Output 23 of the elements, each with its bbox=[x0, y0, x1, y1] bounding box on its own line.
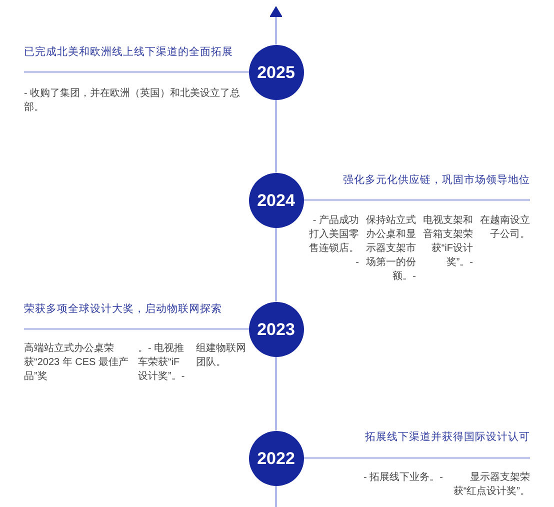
timeline-line bbox=[275, 486, 277, 507]
milestone-text: 显示器支架荣获“红点设计奖”。 bbox=[452, 471, 530, 499]
milestone-text: 保持站立式办公桌和显示器支架市场第一的份额。- bbox=[365, 214, 416, 284]
milestone-title: 拓展线下渠道并获得国际设计认可 bbox=[365, 430, 530, 444]
milestone-text: 在越南设立子公司。 bbox=[479, 214, 530, 242]
timeline-line bbox=[275, 100, 277, 172]
year-circle: 2022 bbox=[248, 430, 304, 486]
timeline-arrow bbox=[270, 6, 282, 44]
milestone-text: 。- 电视推车荣获“iF 设计奖”。- bbox=[138, 342, 186, 384]
milestone-text: 组建物联网团队。 bbox=[196, 342, 246, 370]
milestone-text: - 拓展线下业务。- bbox=[362, 471, 443, 485]
timeline-line bbox=[275, 228, 277, 302]
year-circle: 2024 bbox=[248, 172, 304, 228]
milestone-text: 电视支架和音箱支架荣获“iF设计奖”。- bbox=[422, 214, 473, 270]
milestone-title: 已完成北美和欧洲线上线下渠道的全面拓展 bbox=[24, 45, 233, 59]
milestone-title: 强化多元化供应链，巩固市场领导地位 bbox=[343, 173, 530, 187]
year-circle: 2025 bbox=[248, 44, 304, 100]
milestone-text: - 产品成功打入美国零售连锁店。- bbox=[308, 214, 359, 270]
year-circle: 2023 bbox=[248, 302, 304, 356]
milestone-text: - 收购了集团，并在欧洲（英国）和北美设立了总部。 bbox=[24, 87, 242, 115]
timeline-line bbox=[275, 356, 277, 430]
milestone-text: 高端站立式办公桌荣获“2023 年 CES 最佳产品”奖 bbox=[24, 342, 130, 384]
milestone-title: 荣获多项全球设计大奖，启动物联网探索 bbox=[24, 302, 222, 316]
